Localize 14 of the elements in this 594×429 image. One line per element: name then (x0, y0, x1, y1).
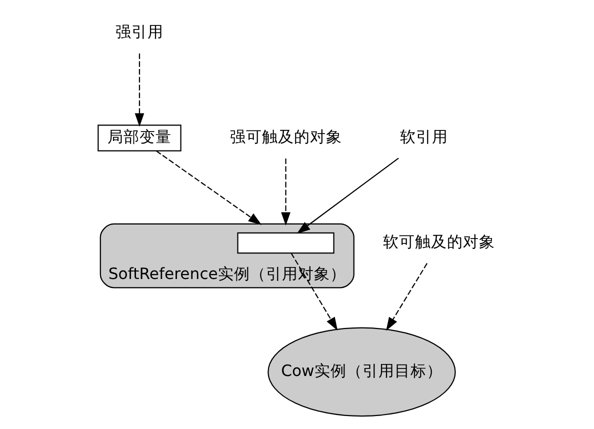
cluster: SoftReference实例（引用对象） (99, 223, 354, 288)
node-box: 局部变量 (97, 124, 181, 152)
arrow (296, 158, 398, 234)
node-text: 强可触及的对象 (229, 127, 342, 146)
node-text: 强引用 (114, 22, 163, 42)
arrow (290, 252, 338, 331)
arrow (280, 158, 290, 226)
node-text: 软引用 (400, 127, 448, 146)
arrow (134, 53, 144, 127)
arrow (155, 150, 262, 225)
node-text: 软可触及的对象 (382, 232, 494, 252)
node-ellipse: Cow实例（引用目标） (267, 327, 456, 417)
arrow (386, 263, 428, 331)
node-box (236, 232, 334, 254)
